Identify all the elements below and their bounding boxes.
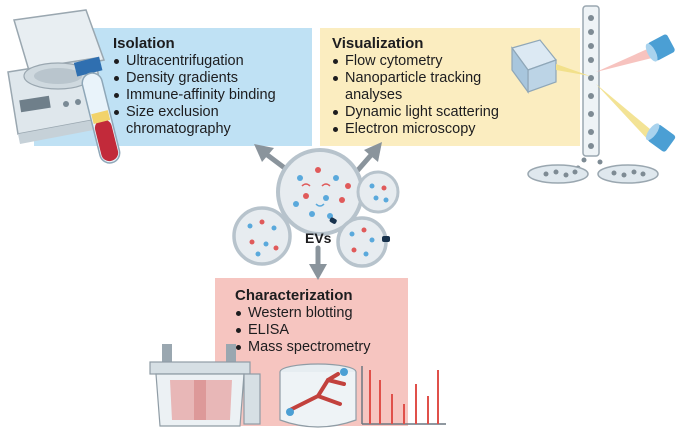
western-blot-tank-icon: [149, 344, 261, 427]
isolation-title: Isolation: [113, 35, 175, 52]
visualization-title: Visualization: [332, 35, 424, 52]
list-item: Western blotting: [235, 305, 370, 322]
mass-spectrum-icon: [361, 366, 446, 425]
list-item: Nanoparticle tracking: [332, 70, 499, 87]
list-item: Electron microscopy: [332, 121, 499, 138]
isolation-list: Ultracentrifugation Density gradients Im…: [113, 53, 276, 138]
extracellular-vesicle-icon: [336, 216, 390, 268]
flow-cytometer-icon: [511, 5, 676, 184]
list-item: Flow cytometry: [332, 53, 499, 70]
extracellular-vesicle-icon: [276, 148, 364, 236]
list-item-continuation: chromatography: [126, 121, 231, 137]
characterization-title: Characterization: [235, 287, 353, 304]
list-item: Dynamic light scattering: [332, 104, 499, 121]
list-item: Size exclusion: [113, 104, 276, 121]
evs-label: EVs: [305, 230, 332, 246]
arrow-to-visualization-icon: [355, 142, 382, 173]
list-item: Density gradients: [113, 70, 276, 87]
list-item: Mass spectrometry: [235, 339, 370, 356]
ev-cluster: [232, 148, 400, 268]
list-item: Immune-affinity binding: [113, 87, 276, 104]
list-item-continuation: analyses: [345, 87, 403, 103]
characterization-list: Western blotting ELISA Mass spectrometry: [235, 305, 370, 356]
visualization-list: Flow cytometry Nanoparticle tracking ana…: [332, 53, 499, 138]
list-item: Ultracentrifugation: [113, 53, 276, 70]
list-item: ELISA: [235, 322, 370, 339]
arrow-to-characterization-icon: [309, 245, 327, 280]
elisa-well-icon: [279, 363, 357, 428]
extracellular-vesicle-icon: [356, 170, 400, 214]
extracellular-vesicle-icon: [232, 206, 292, 266]
sample-tube-icon: [73, 56, 121, 164]
